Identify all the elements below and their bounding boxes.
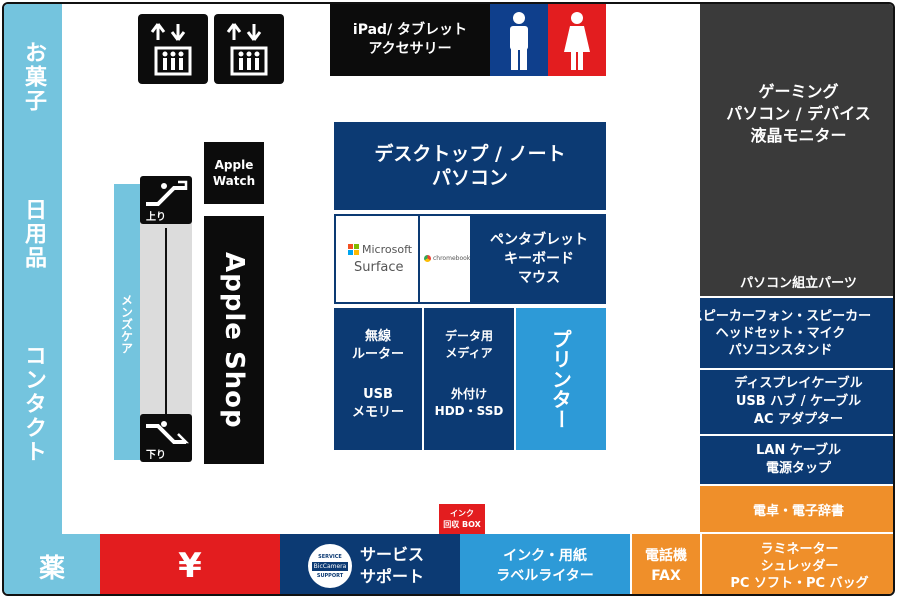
service-support-zone[interactable]: SERVICE BicCamera SUPPORT サービス サポート bbox=[280, 534, 460, 594]
pharmacy-zone[interactable]: 薬 bbox=[4, 534, 100, 594]
surface-label: Surface bbox=[354, 260, 404, 275]
router-usb-zone[interactable]: 無線 ルーター USB メモリー bbox=[334, 308, 422, 450]
badge-mid-text: BicCamera bbox=[311, 561, 349, 571]
mens-care-label: メンズケア bbox=[119, 294, 134, 354]
mens-restroom-icon[interactable] bbox=[490, 4, 548, 76]
data-media-label: データ用 メディア bbox=[444, 329, 493, 360]
sweets-zone[interactable]: お菓子 bbox=[21, 41, 46, 113]
gaming-pc-zone[interactable]: ゲーミング パソコン / デバイス 液晶モニター bbox=[700, 4, 893, 294]
elevator-icon bbox=[138, 14, 208, 84]
left-column: お菓子 日用品 コンタクト bbox=[4, 4, 62, 534]
service-support-label: サービス サポート bbox=[360, 545, 425, 586]
ink-recycle-box[interactable]: インク 回収 BOX bbox=[439, 504, 485, 534]
contacts-zone[interactable]: コンタクト bbox=[21, 344, 46, 464]
escalator-up-icon bbox=[146, 180, 188, 206]
chrome-logo-icon bbox=[424, 255, 431, 262]
laminator-zone[interactable]: ラミネーター シュレッダー PC ソフト・PC バッグ bbox=[700, 534, 893, 594]
mens-care-zone[interactable]: メンズケア bbox=[114, 184, 140, 460]
printer-label: プリンター bbox=[548, 329, 573, 429]
microsoft-label: Microsoft bbox=[362, 243, 413, 256]
microsoft-logo-icon bbox=[348, 244, 360, 256]
speaker-headset-zone[interactable] bbox=[700, 298, 893, 368]
elevator-icon bbox=[214, 14, 284, 84]
speaker-headset-label: スピーカーフォン・スピーカー ヘッドセット・マイク パソコンスタンド bbox=[689, 309, 872, 358]
router-label: 無線 ルーター bbox=[351, 329, 404, 362]
external-hdd-label: 外付け HDD・SSD bbox=[434, 387, 504, 418]
escalator-down[interactable]: 下り bbox=[140, 414, 192, 462]
lan-cable-zone[interactable]: LAN ケーブル 電源タップ bbox=[700, 436, 893, 484]
display-cable-zone[interactable]: ディスプレイケーブル USB ハブ / ケーブル AC アダプター bbox=[700, 370, 893, 434]
pen-tablet-keyboard-mouse-zone[interactable]: ペンタブレット キーボード マウス bbox=[472, 216, 606, 302]
apple-shop-label: Apple Shop bbox=[219, 251, 249, 429]
badge-bottom-text: SUPPORT bbox=[316, 572, 344, 579]
pc-parts-zone[interactable]: パソコン組立パーツ bbox=[700, 266, 893, 296]
desktop-notebook-zone[interactable]: デスクトップ / ノート パソコン bbox=[334, 122, 606, 210]
service-badge-icon: SERVICE BicCamera SUPPORT bbox=[308, 544, 352, 588]
escalator-up[interactable]: 上り bbox=[140, 176, 192, 224]
ink-paper-zone[interactable]: インク・用紙 ラベルライター bbox=[460, 534, 630, 594]
ipad-tablet-zone[interactable]: iPad/ タブレット アクセサリー bbox=[330, 4, 490, 76]
usb-memory-label: USB メモリー bbox=[351, 387, 404, 420]
escalator-divider bbox=[165, 228, 167, 414]
daily-goods-zone[interactable]: 日用品 bbox=[21, 198, 46, 270]
badge-top-text: SERVICE bbox=[318, 553, 342, 560]
cashier-zone[interactable]: ¥ bbox=[100, 534, 280, 594]
phone-fax-zone[interactable]: 電話機 FAX bbox=[630, 534, 700, 594]
printer-zone[interactable]: プリンター bbox=[516, 308, 606, 450]
apple-shop-zone[interactable]: Apple Shop bbox=[204, 216, 264, 464]
apple-watch-zone[interactable]: Apple Watch bbox=[204, 142, 264, 204]
microsoft-surface-zone[interactable]: Microsoft Surface bbox=[336, 216, 418, 302]
escalator-down-label: 下り bbox=[146, 450, 166, 461]
chromebook-zone[interactable]: chromebook bbox=[420, 216, 470, 302]
escalator-down-icon bbox=[146, 421, 190, 444]
womens-restroom-icon[interactable] bbox=[548, 4, 606, 76]
escalator-up-label: 上り bbox=[146, 212, 166, 223]
chromebook-label: chromebook bbox=[433, 255, 471, 262]
data-media-hdd-zone[interactable]: データ用 メディア 外付け HDD・SSD bbox=[424, 308, 514, 450]
calculator-dictionary-zone[interactable]: 電卓・電子辞書 bbox=[700, 486, 893, 532]
